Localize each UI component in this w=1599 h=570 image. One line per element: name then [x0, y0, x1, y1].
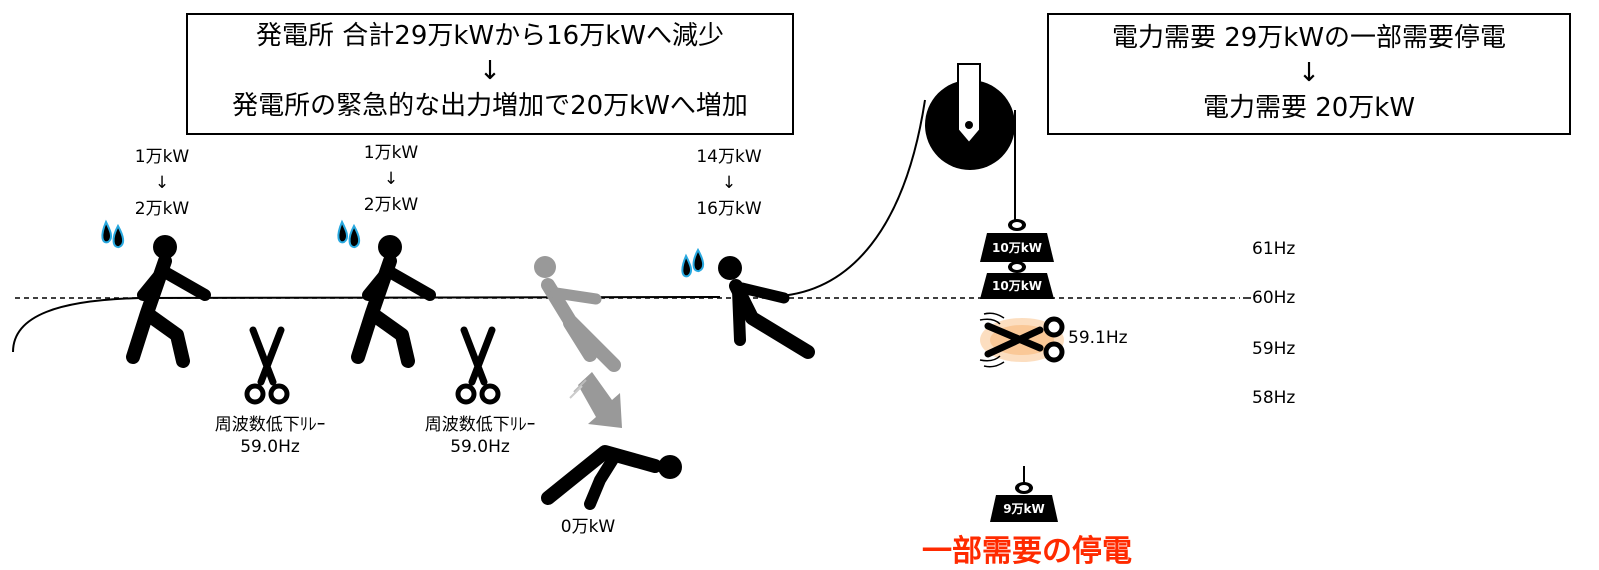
generator3-person-icon: [718, 256, 815, 359]
fallen-generator-person-icon: [541, 445, 682, 510]
weight-label: 9万kW: [1003, 502, 1045, 516]
weight-label: 10万kW: [992, 279, 1042, 293]
demand-summary-line1: 電力需要 29万kWの一部需要停電: [1111, 23, 1507, 53]
scale-label-60hz: 60Hz: [1252, 288, 1296, 308]
active-relay-setting-label: 59.1Hz: [1068, 328, 1128, 348]
weight-label: 10万kW: [992, 241, 1042, 255]
sweat-drops-icon: [337, 219, 361, 249]
pulley-icon: [925, 63, 1015, 170]
generator2-person-icon: [351, 235, 436, 368]
generator2-output-label: 1万kW ↓ 2万kW: [363, 143, 419, 215]
scale-label-59hz: 59Hz: [1252, 339, 1296, 359]
demand-summary-box: 電力需要 29万kWの一部需要停電 ↓ 電力需要 20万kW: [1047, 13, 1571, 135]
generator1-person-icon: [126, 235, 211, 368]
scale-label-61hz: 61Hz: [1252, 239, 1296, 259]
generator3-output-label: 14万kW ↓ 16万kW: [696, 147, 762, 219]
tripped-generator-output-label: 0万kW: [560, 517, 616, 537]
relay1-label: 周波数低下ﾘﾚｰ 59.0Hz: [214, 415, 326, 457]
partial-blackout-label: 一部需要の停電: [922, 534, 1132, 569]
demand-summary-line2: 電力需要 20万kW: [1202, 93, 1416, 123]
relay1-scissors-icon: [244, 326, 290, 405]
generation-summary-box: 発電所 合計29万kWから16万kWへ減少 ↓ 発電所の緊急的な出力増加で20万…: [186, 13, 794, 135]
relay2-label: 周波数低下ﾘﾚｰ 59.0Hz: [424, 415, 536, 457]
generation-summary-line1: 発電所 合計29万kWから16万kWへ減少: [256, 21, 724, 51]
rope: [12, 296, 721, 353]
generator1-output-label: 1万kW ↓ 2万kW: [134, 147, 190, 219]
generation-summary-arrow: ↓: [479, 56, 501, 86]
weight-10man-kw-bottom: 10万kW: [980, 261, 1054, 299]
weight-10man-kw-top: 10万kW: [980, 219, 1054, 262]
relay2-scissors-icon: [455, 326, 501, 405]
sweat-drops-icon: [681, 247, 705, 278]
falling-arrow-icon: [569, 372, 622, 428]
sweat-drops-icon: [101, 219, 125, 249]
active-relay-scissors-icon: [979, 312, 1065, 368]
weight-9man-kw-disconnected: 9万kW: [990, 466, 1058, 522]
generation-summary-line2: 発電所の緊急的な出力増加で20万kWへ増加: [232, 91, 748, 121]
tripped-generator-gray-icon: [534, 256, 621, 372]
demand-summary-arrow: ↓: [1298, 58, 1320, 88]
scale-label-58hz: 58Hz: [1252, 388, 1296, 408]
rope-to-pulley: [779, 99, 926, 297]
